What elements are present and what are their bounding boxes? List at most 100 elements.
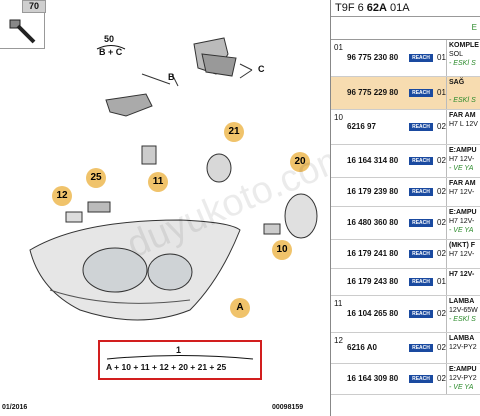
description-line-2: H7 12V- <box>449 156 475 163</box>
cap-20-icon <box>284 193 318 239</box>
part-number[interactable]: 6216 97 <box>347 122 376 131</box>
description-line-1: E:AMPU <box>449 147 477 154</box>
bulb-10-icon <box>263 223 281 235</box>
callout-12: 12 <box>52 186 72 206</box>
description-line-2: H7 12V- <box>449 189 475 196</box>
reach-badge: REACH <box>409 278 433 286</box>
reach-badge: REACH <box>409 344 433 352</box>
reach-badge: REACH <box>409 310 433 318</box>
callout-11: 11 <box>148 172 168 192</box>
label-50: 50 <box>104 34 115 44</box>
column-divider <box>446 269 447 295</box>
letter-c: C <box>258 64 265 74</box>
reach-badge: REACH <box>409 89 433 97</box>
quantity: 01 <box>437 53 446 62</box>
quantity: 02 <box>437 249 446 258</box>
part-number[interactable]: 16 179 243 80 <box>347 277 399 286</box>
diagram-date: 01/2016 <box>2 404 28 411</box>
group-number: 12 <box>334 336 343 345</box>
column-divider <box>446 40 447 76</box>
description-line-2: H7 L 12V <box>449 121 478 128</box>
part-number[interactable]: 96 775 230 80 <box>347 53 399 62</box>
part-number[interactable]: 16 164 309 80 <box>347 374 399 383</box>
description-note: - ESKİ S <box>449 60 476 67</box>
column-divider <box>446 296 447 332</box>
description-line-1: FAR AM <box>449 180 476 187</box>
screw-icon <box>9 19 36 44</box>
description-note: - VE YA <box>449 384 474 391</box>
column-divider <box>446 145 447 177</box>
reach-badge: REACH <box>409 375 433 383</box>
exploded-diagram: 70 50 B + C B C <box>0 0 356 411</box>
description-line-1: (MKT) F <box>449 242 476 249</box>
part-number[interactable]: 6216 A0 <box>347 343 377 352</box>
bracket-parts-icon <box>105 37 253 117</box>
reach-badge: REACH <box>409 54 433 62</box>
description-line-1: E:AMPU <box>449 209 477 216</box>
column-divider <box>446 364 447 394</box>
quantity: 02 <box>437 156 446 165</box>
description-line-2: 12V-65W <box>449 307 478 314</box>
cap-21-icon <box>206 153 232 183</box>
description-line-1: LAMBA <box>449 298 475 305</box>
brace-50 <box>96 45 126 50</box>
column-divider <box>446 333 447 363</box>
quantity: 02 <box>437 309 446 318</box>
description-line-2: 12V-PY2 <box>449 375 477 382</box>
quantity: 01 <box>437 277 446 286</box>
column-divider <box>446 207 447 239</box>
part-number[interactable]: 16 164 314 80 <box>347 156 399 165</box>
quantity: 01 <box>437 88 446 97</box>
brace-1 <box>106 355 254 360</box>
description-line-2: SOL <box>449 51 464 58</box>
group-number: 10 <box>334 113 343 122</box>
description-line-1: FAR AM <box>449 112 476 119</box>
part-number[interactable]: 16 179 239 80 <box>347 187 399 196</box>
headlamp-icon <box>29 219 241 321</box>
label-b-plus-c: B + C <box>99 47 123 57</box>
description-note: - VE YA <box>449 227 474 234</box>
reach-badge: REACH <box>409 123 433 131</box>
description-line-2: 12V-PY2 <box>449 344 477 351</box>
description-line-2: H7 12V- <box>449 251 475 258</box>
description-line-1: LAMBA <box>449 335 475 342</box>
bulb-12-icon <box>65 211 83 223</box>
description-note: - VE YA <box>449 165 474 172</box>
column-divider <box>446 240 447 268</box>
table-row[interactable]: 16 179 241 80 REACH 02(MKT) F H7 12V- <box>331 240 480 269</box>
table-subheader: E <box>331 17 480 40</box>
description-line-1: SAĞ <box>449 79 465 86</box>
diagram-ref: 00098159 <box>272 404 304 411</box>
callout-21: 21 <box>224 122 244 142</box>
quantity: 02 <box>437 187 446 196</box>
column-divider <box>446 178 447 206</box>
bulb-11-icon <box>141 145 157 165</box>
column-divider <box>446 77 447 109</box>
description-line-1: E:AMPU <box>449 366 477 373</box>
description-note: - ESKİ S <box>449 316 476 323</box>
callout-25: 25 <box>86 168 106 188</box>
letter-b: B <box>168 72 175 82</box>
part-number[interactable]: 96 775 229 80 <box>347 88 399 97</box>
reach-badge: REACH <box>409 188 433 196</box>
part-number[interactable]: 16 104 265 80 <box>347 309 399 318</box>
table-header: T9F 6 62A 01A <box>331 0 480 17</box>
callout-20: 20 <box>290 152 310 172</box>
part-number[interactable]: 16 480 360 80 <box>347 218 399 227</box>
part-number[interactable]: 16 179 241 80 <box>347 249 399 258</box>
part-70-frame <box>0 0 45 49</box>
callout-a: A <box>230 298 250 318</box>
reach-badge: REACH <box>409 250 433 258</box>
quantity: 02 <box>437 218 446 227</box>
